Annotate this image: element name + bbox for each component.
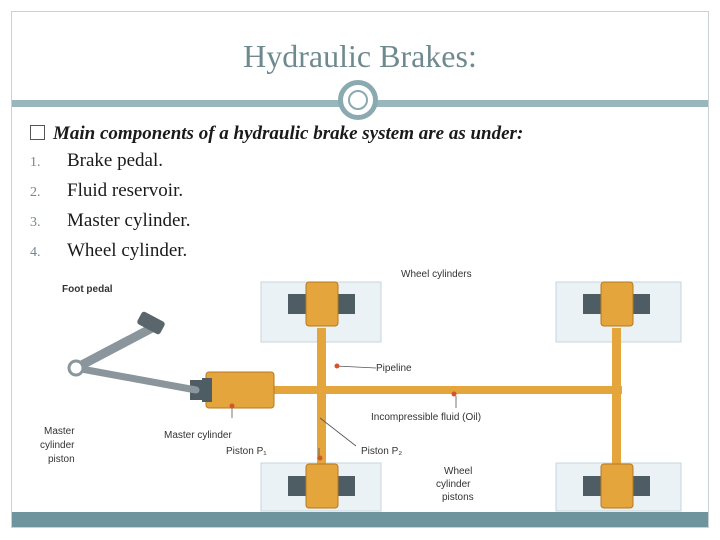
lead-bullet: Main components of a hydraulic brake sys… [30,123,523,145]
list-text: Fluid reservoir. [67,180,184,201]
label-piston-p2: Piston P₂ [361,446,402,457]
list-text: Wheel cylinder. [67,240,188,261]
label-wheel-cylinders: Wheel cylinders [401,269,472,280]
pipeline-horizontal [272,386,622,394]
list-item: 3. Master cylinder. [30,210,190,232]
label-master-piston-2: cylinder [40,440,75,451]
list-number: 1. [30,155,41,170]
leader-lines [231,365,457,460]
label-wheel-pistons-1: Wheel [444,466,472,477]
label-foot-pedal: Foot pedal [62,284,113,295]
ring-ornament-inner [348,90,368,110]
label-master-piston-1: Master [44,426,75,437]
label-wheel-pistons-2: cylinder [436,479,471,490]
wheel-cylinder-bottom-right [583,463,650,509]
label-master-cylinder: Master cylinder [164,430,232,441]
brake-pedal [67,311,200,394]
list-number: 3. [30,215,41,230]
list-item: 4. Wheel cylinder. [30,240,187,262]
list-item: 1. Brake pedal. [30,150,163,172]
label-master-piston-3: piston [48,454,75,465]
label-markers [229,363,457,461]
slide-frame [11,11,709,528]
list-number: 2. [30,185,41,200]
label-piston-p1: Piston P₁ [226,446,267,457]
list-text: Master cylinder. [67,210,191,231]
square-bullet-icon [30,125,45,140]
label-incompressible-fluid: Incompressible fluid (Oil) [371,412,481,423]
slide-title: Hydraulic Brakes: [243,38,477,74]
wheel-cylinder-bottom-left [288,463,355,509]
label-pipeline: Pipeline [376,363,412,374]
label-wheel-pistons-3: pistons [442,492,474,503]
wheel-cylinder-top-right [583,281,650,327]
footer-band [12,512,708,527]
hydraulic-brake-diagram: Foot pedal Wheel cylinders Pipeline Inco… [36,268,686,513]
list-number: 4. [30,245,41,260]
list-text: Brake pedal. [67,150,164,171]
list-item: 2. Fluid reservoir. [30,180,183,202]
pipeline-left-vertical [317,328,326,478]
pipeline-right-vertical [612,328,621,478]
wheel-cylinder-top-left [288,281,355,327]
ring-ornament-icon [338,80,378,120]
master-cylinder [190,371,275,409]
lead-text: Main components of a hydraulic brake sys… [53,123,524,144]
